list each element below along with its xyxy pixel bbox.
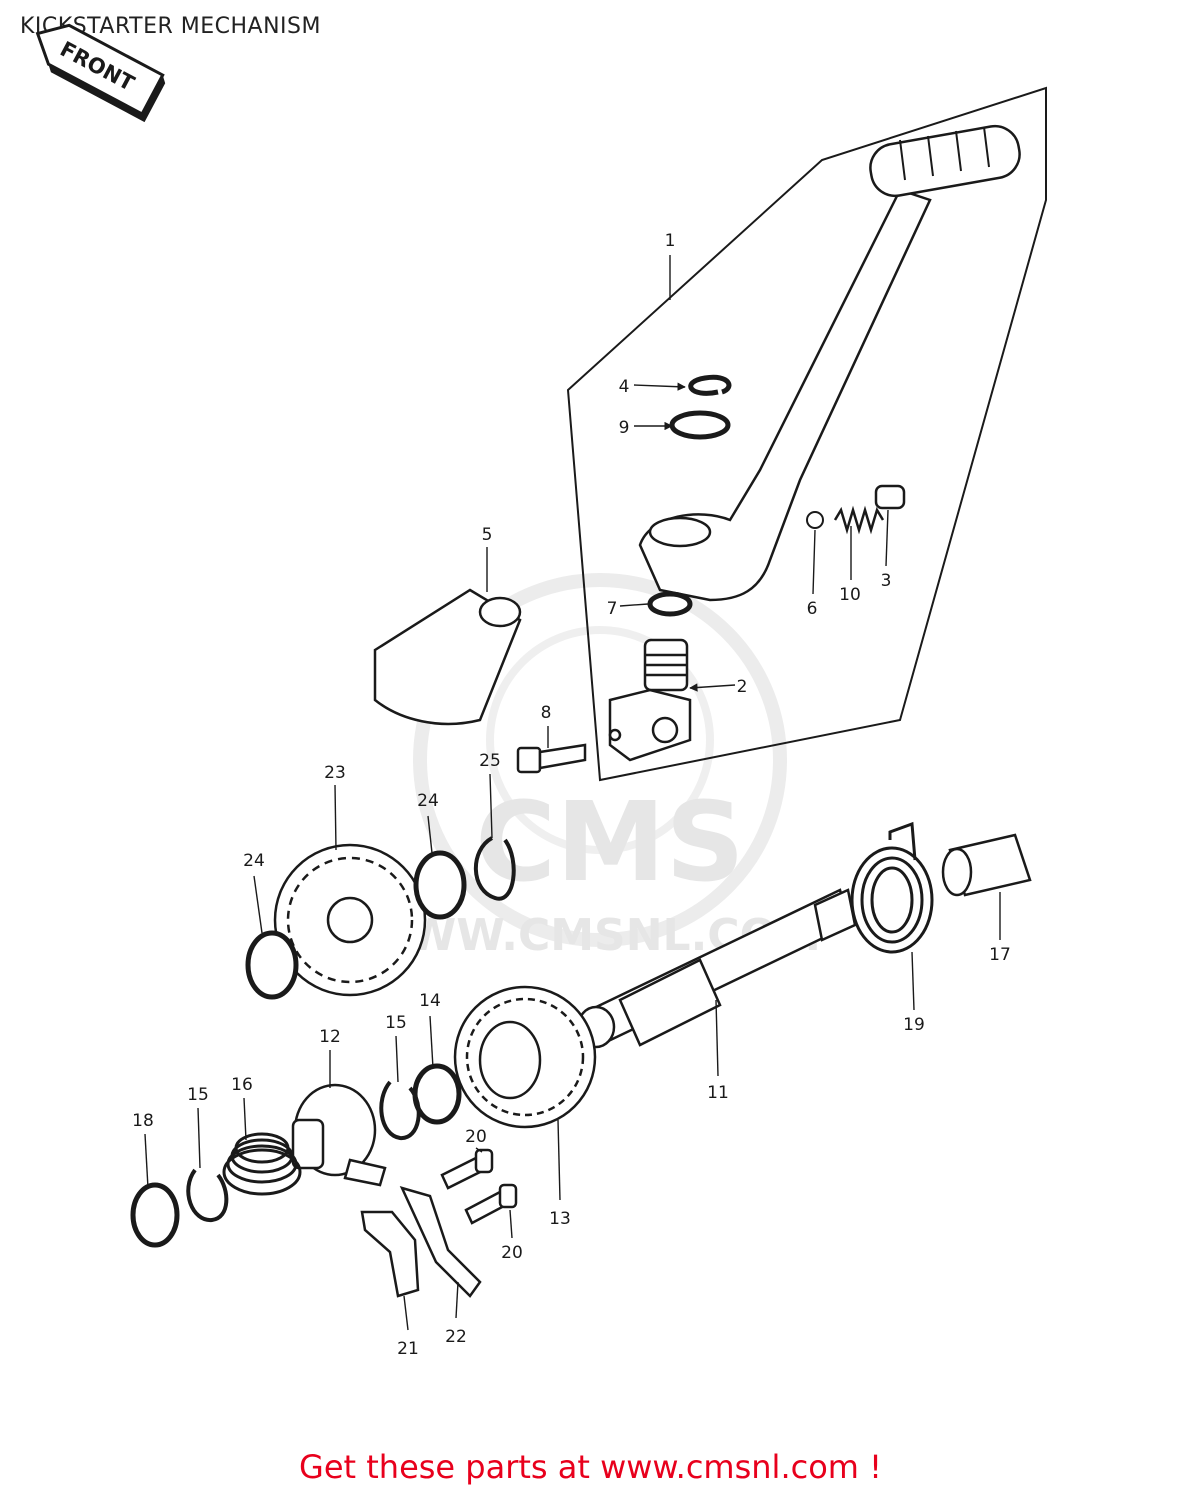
callout-label-lever: 1 <box>665 231 676 251</box>
callout-label-plate-a: 21 <box>397 1339 419 1359</box>
callout-leader-gear <box>557 1119 561 1201</box>
callout-label-oil-seal: 7 <box>607 599 618 619</box>
callout-leader-circlip-top <box>633 382 686 391</box>
pinch-bolt <box>516 743 587 774</box>
callout-label-washer-mid: 14 <box>419 991 441 1011</box>
rubber-boot <box>373 588 522 726</box>
detent-ball <box>806 511 824 529</box>
callout-leader-ball-cap <box>885 509 889 567</box>
callout-label-boot: 5 <box>482 525 493 545</box>
callout-label-spring-guide: 17 <box>989 945 1011 965</box>
callout-label-washer-low: 18 <box>132 1111 154 1131</box>
callout-label-ratchet: 12 <box>319 1027 341 1047</box>
callout-label-idler-gear: 23 <box>324 763 346 783</box>
callout-leader-lever-boss <box>689 683 736 692</box>
washer-right <box>413 850 467 920</box>
kick-gear <box>453 985 597 1129</box>
callout-label-circlip-top: 4 <box>619 377 630 397</box>
callout-label-screw-upper: 20 <box>465 1127 487 1147</box>
callout-label-pinch-bolt: 8 <box>541 703 552 723</box>
callout-leader-ratchet-spring <box>243 1097 247 1141</box>
callout-leader-washer-low <box>144 1133 149 1189</box>
return-spring <box>850 821 934 954</box>
callout-label-ratchet-spring: 16 <box>231 1075 253 1095</box>
screw-lower <box>464 1183 518 1225</box>
callout-leader-plate-a <box>403 1295 409 1331</box>
callout-leader-washer-right <box>427 815 433 854</box>
get-parts-link[interactable]: Get these parts at www.cmsnl.com ! <box>299 1448 882 1486</box>
callout-label-circlip-right: 25 <box>479 751 501 771</box>
lever-boss <box>608 638 692 762</box>
callout-label-washer-top: 9 <box>619 418 630 438</box>
callout-label-circlip-low: 15 <box>187 1085 209 1105</box>
screw-upper <box>440 1148 494 1190</box>
ratchet-spring <box>222 1132 302 1196</box>
front-direction-arrow: FRONT <box>35 23 166 123</box>
callout-leader-circlip-mid <box>395 1035 399 1083</box>
spring-guide <box>941 833 1032 897</box>
circlip-right <box>473 836 516 901</box>
callout-label-ball-cap: 3 <box>881 571 892 591</box>
idler-gear <box>273 843 427 997</box>
callout-leader-shaft <box>715 999 719 1077</box>
callout-label-screw-lower: 20 <box>501 1243 523 1263</box>
watermark-logo: CMS <box>475 778 744 906</box>
oil-seal <box>647 591 693 617</box>
callout-label-gear: 13 <box>549 1209 571 1229</box>
callout-label-washer-right: 24 <box>417 791 439 811</box>
callout-label-return-spring: 19 <box>903 1015 925 1035</box>
callout-leader-ball <box>812 529 816 595</box>
ratchet <box>291 1083 387 1187</box>
callout-label-detent-spring: 10 <box>839 585 861 605</box>
callout-label-ball: 6 <box>807 599 818 619</box>
washer-low <box>130 1182 180 1248</box>
washer-top <box>669 410 731 440</box>
detent-spring <box>833 505 885 535</box>
stopper-plate-b <box>399 1186 482 1298</box>
callout-leader-washer-mid <box>429 1015 434 1069</box>
circlip-low <box>186 1168 229 1222</box>
callout-leader-return-spring <box>911 951 915 1011</box>
kick-lever <box>638 124 1021 602</box>
lever-assembly-outline <box>566 86 1047 782</box>
washer-mid <box>412 1063 462 1125</box>
callout-label-lever-boss: 2 <box>737 677 748 697</box>
washer-left <box>245 930 299 1000</box>
callout-leader-oil-seal <box>619 603 649 607</box>
callout-label-circlip-mid: 15 <box>385 1013 407 1033</box>
stopper-plate-a <box>360 1210 420 1298</box>
callout-label-washer-left: 24 <box>243 851 265 871</box>
callout-leader-circlip-low <box>197 1107 201 1169</box>
callout-leader-circlip-right <box>489 773 493 839</box>
callout-leader-idler-gear <box>334 784 337 851</box>
callout-leader-washer-left <box>253 875 263 934</box>
circlip-top <box>688 374 732 396</box>
callout-label-shaft: 11 <box>707 1083 729 1103</box>
callout-label-plate-b: 22 <box>445 1327 467 1347</box>
callout-leader-screw-lower <box>509 1209 513 1239</box>
circlip-mid <box>379 1080 421 1140</box>
callout-leader-screw-upper <box>475 1147 483 1153</box>
detent-cap <box>874 484 906 510</box>
callout-leader-plate-b <box>455 1281 459 1319</box>
